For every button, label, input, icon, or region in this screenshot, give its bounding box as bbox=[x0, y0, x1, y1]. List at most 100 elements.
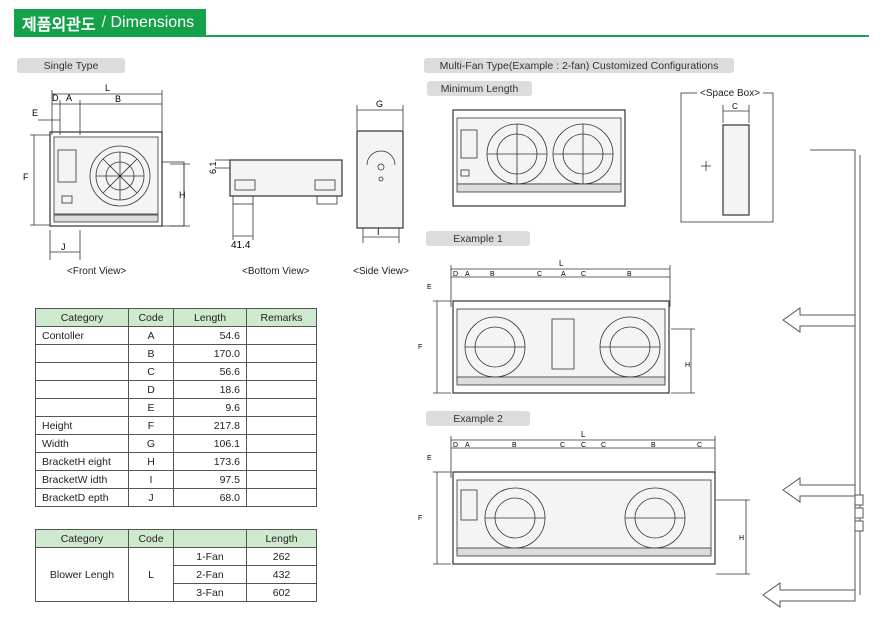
cell-remarks bbox=[246, 488, 317, 507]
ex1-dim-C: C bbox=[537, 271, 542, 278]
ex1-dim-E: E bbox=[427, 284, 432, 291]
page-title: 제품외관도 / Dimensions bbox=[14, 9, 207, 37]
col-category: Category bbox=[35, 529, 129, 548]
example-1-drawing: L D A B C A C B E F H bbox=[418, 259, 695, 394]
col-code: Code bbox=[128, 529, 174, 548]
fan-length: 262 bbox=[246, 547, 317, 566]
dim-A: A bbox=[66, 93, 72, 103]
ex2-dim-B2: B bbox=[651, 442, 656, 449]
dim-6-1: 6.1 bbox=[208, 161, 218, 174]
cell-length: 217.8 bbox=[173, 416, 247, 435]
dim-J: J bbox=[61, 242, 66, 252]
cell-category: BracketW idth bbox=[35, 470, 129, 489]
dim-D: D bbox=[52, 93, 59, 103]
cell-code: H bbox=[128, 452, 174, 471]
ex2-dim-C: C bbox=[560, 442, 565, 449]
fan-count: 2-Fan bbox=[173, 565, 247, 584]
dim-B: B bbox=[115, 94, 121, 104]
ex2-dim-D: D bbox=[453, 442, 458, 449]
cell-remarks bbox=[246, 326, 317, 345]
col-length: Length bbox=[173, 308, 247, 327]
cell-code: C bbox=[128, 362, 174, 381]
fan-length: 602 bbox=[246, 583, 317, 602]
cell-category bbox=[35, 344, 129, 363]
cell-code: E bbox=[128, 398, 174, 417]
ex1-dim-D: D bbox=[453, 271, 458, 278]
dim-E: E bbox=[32, 108, 38, 118]
side-view-drawing: G I bbox=[356, 99, 404, 243]
bottom-view-drawing: 6.1 41.4 bbox=[208, 159, 343, 250]
multi-type-label: Multi-Fan Type(Example : 2-fan) Customiz… bbox=[424, 58, 734, 73]
dim-L: L bbox=[105, 83, 110, 93]
cell-category bbox=[35, 362, 129, 381]
cell-code: F bbox=[128, 416, 174, 435]
ex1-dim-L: L bbox=[559, 259, 564, 268]
cell-code: G bbox=[128, 434, 174, 453]
cell-category: Contoller bbox=[35, 326, 129, 345]
front-view-caption: <Front View> bbox=[67, 266, 127, 277]
blower-category: Blower Lengh bbox=[35, 547, 129, 602]
cell-length: 170.0 bbox=[173, 344, 247, 363]
table-row: 3-Fan 602 bbox=[36, 583, 317, 602]
ex2-dim-A: A bbox=[465, 442, 470, 449]
title-english: / Dimensions bbox=[101, 14, 195, 31]
cell-category bbox=[35, 380, 129, 399]
cell-length: 18.6 bbox=[173, 380, 247, 399]
cell-length: 54.6 bbox=[173, 326, 247, 345]
ex2-dim-C4: C bbox=[697, 442, 702, 449]
cell-code: J bbox=[128, 488, 174, 507]
example-1-label: Example 1 bbox=[426, 231, 530, 246]
dim-H: H bbox=[179, 190, 186, 200]
ex1-dim-B2: B bbox=[627, 271, 632, 278]
title-underline bbox=[14, 35, 869, 37]
minimum-length-drawing bbox=[452, 109, 626, 207]
cell-remarks bbox=[246, 470, 317, 489]
cell-category bbox=[35, 398, 129, 417]
cell-remarks bbox=[246, 344, 317, 363]
blower-table-header: Category Code Length bbox=[35, 529, 317, 548]
blower-code: L bbox=[128, 547, 174, 602]
single-type-label: Single Type bbox=[17, 58, 125, 73]
dim-I: I bbox=[377, 227, 380, 237]
example-2-drawing: L D A B C C C B C E F H bbox=[418, 430, 750, 575]
fan-count: 3-Fan bbox=[173, 583, 247, 602]
blower-table: Category Code Length Blower Lengh L 1-Fa… bbox=[35, 529, 317, 602]
cell-remarks bbox=[246, 362, 317, 381]
dim-G: G bbox=[376, 99, 383, 109]
ex2-dim-C3: C bbox=[601, 442, 606, 449]
example-2-label: Example 2 bbox=[426, 411, 530, 426]
ex2-dim-F: F bbox=[418, 515, 422, 522]
ex2-dim-H: H bbox=[739, 535, 744, 542]
col-remarks: Remarks bbox=[246, 308, 317, 327]
ex1-dim-F: F bbox=[418, 344, 422, 351]
dim-41-4: 41.4 bbox=[231, 240, 251, 250]
flow-arrows bbox=[762, 149, 864, 608]
cell-category: Width bbox=[35, 434, 129, 453]
cell-length: 9.6 bbox=[173, 398, 247, 417]
arrow-to-example-1 bbox=[782, 307, 856, 333]
table-row: 2-Fan 432 bbox=[36, 565, 317, 584]
ex1-dim-A: A bbox=[465, 271, 470, 278]
col-length: Length bbox=[246, 529, 317, 548]
cell-code: D bbox=[128, 380, 174, 399]
cell-category: BracketD epth bbox=[35, 488, 129, 507]
ex1-dim-A2: A bbox=[561, 271, 566, 278]
cell-code: I bbox=[128, 470, 174, 489]
bottom-view-caption: <Bottom View> bbox=[242, 266, 310, 277]
cell-length: 56.6 bbox=[173, 362, 247, 381]
spec-table-header: Category Code Length Remarks bbox=[35, 308, 317, 327]
ex2-dim-E: E bbox=[427, 455, 432, 462]
front-view-drawing: L D A B E F J H bbox=[23, 83, 190, 260]
cell-length: 173.6 bbox=[173, 452, 247, 471]
